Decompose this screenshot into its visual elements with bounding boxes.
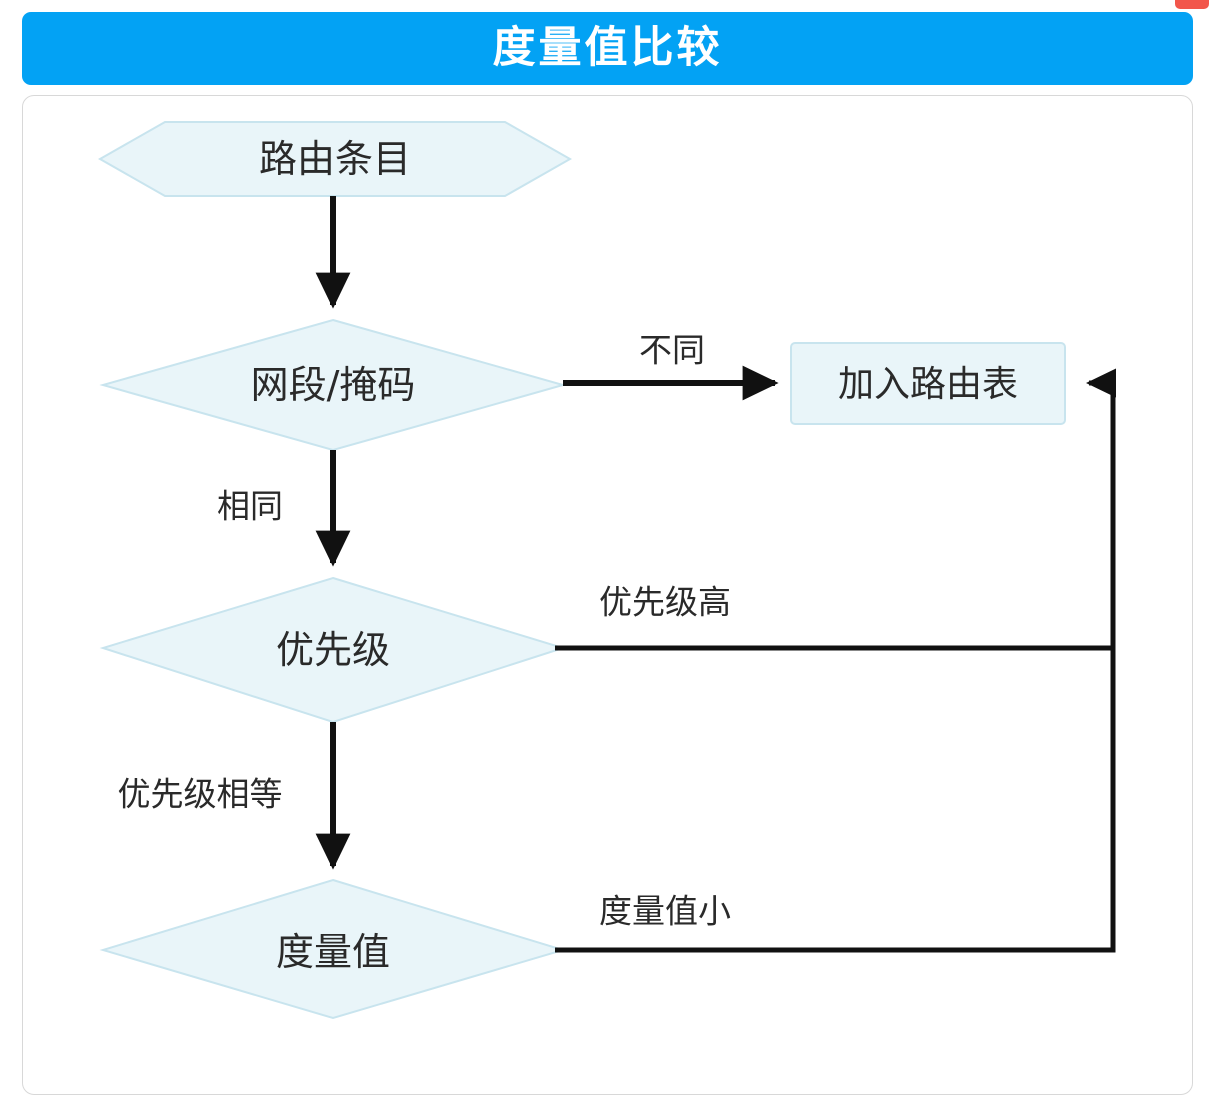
edge-label-priority-high: 优先级高 — [599, 582, 731, 622]
node-add-to-table-shape[interactable] — [790, 342, 1066, 425]
node-route-entry-shape[interactable] — [97, 121, 573, 197]
edge-priority-high — [555, 368, 1117, 651]
edge-metric-small — [555, 648, 1116, 953]
node-metric-shape[interactable] — [99, 878, 567, 1020]
node-route-entry-label: 路由条目 — [258, 137, 412, 181]
edge-label-priority-equal: 优先级相等 — [117, 774, 283, 814]
node-priority-label: 优先级 — [275, 628, 391, 672]
node-add-to-table-label: 加入路由表 — [837, 364, 1019, 405]
node-metric-label: 度量值 — [275, 930, 391, 974]
page-title: 度量值比较 — [492, 23, 723, 73]
node-network-mask-label: 网段/掩码 — [250, 363, 416, 407]
edge-label-mask-same: 相同 — [217, 486, 283, 526]
page-header-banner: 度量值比较 — [22, 12, 1193, 85]
edge-label-mask-different: 不同 — [639, 330, 705, 370]
edge-label-metric-small: 度量值小 — [599, 891, 731, 931]
corner-tab-badge — [1175, 0, 1209, 9]
